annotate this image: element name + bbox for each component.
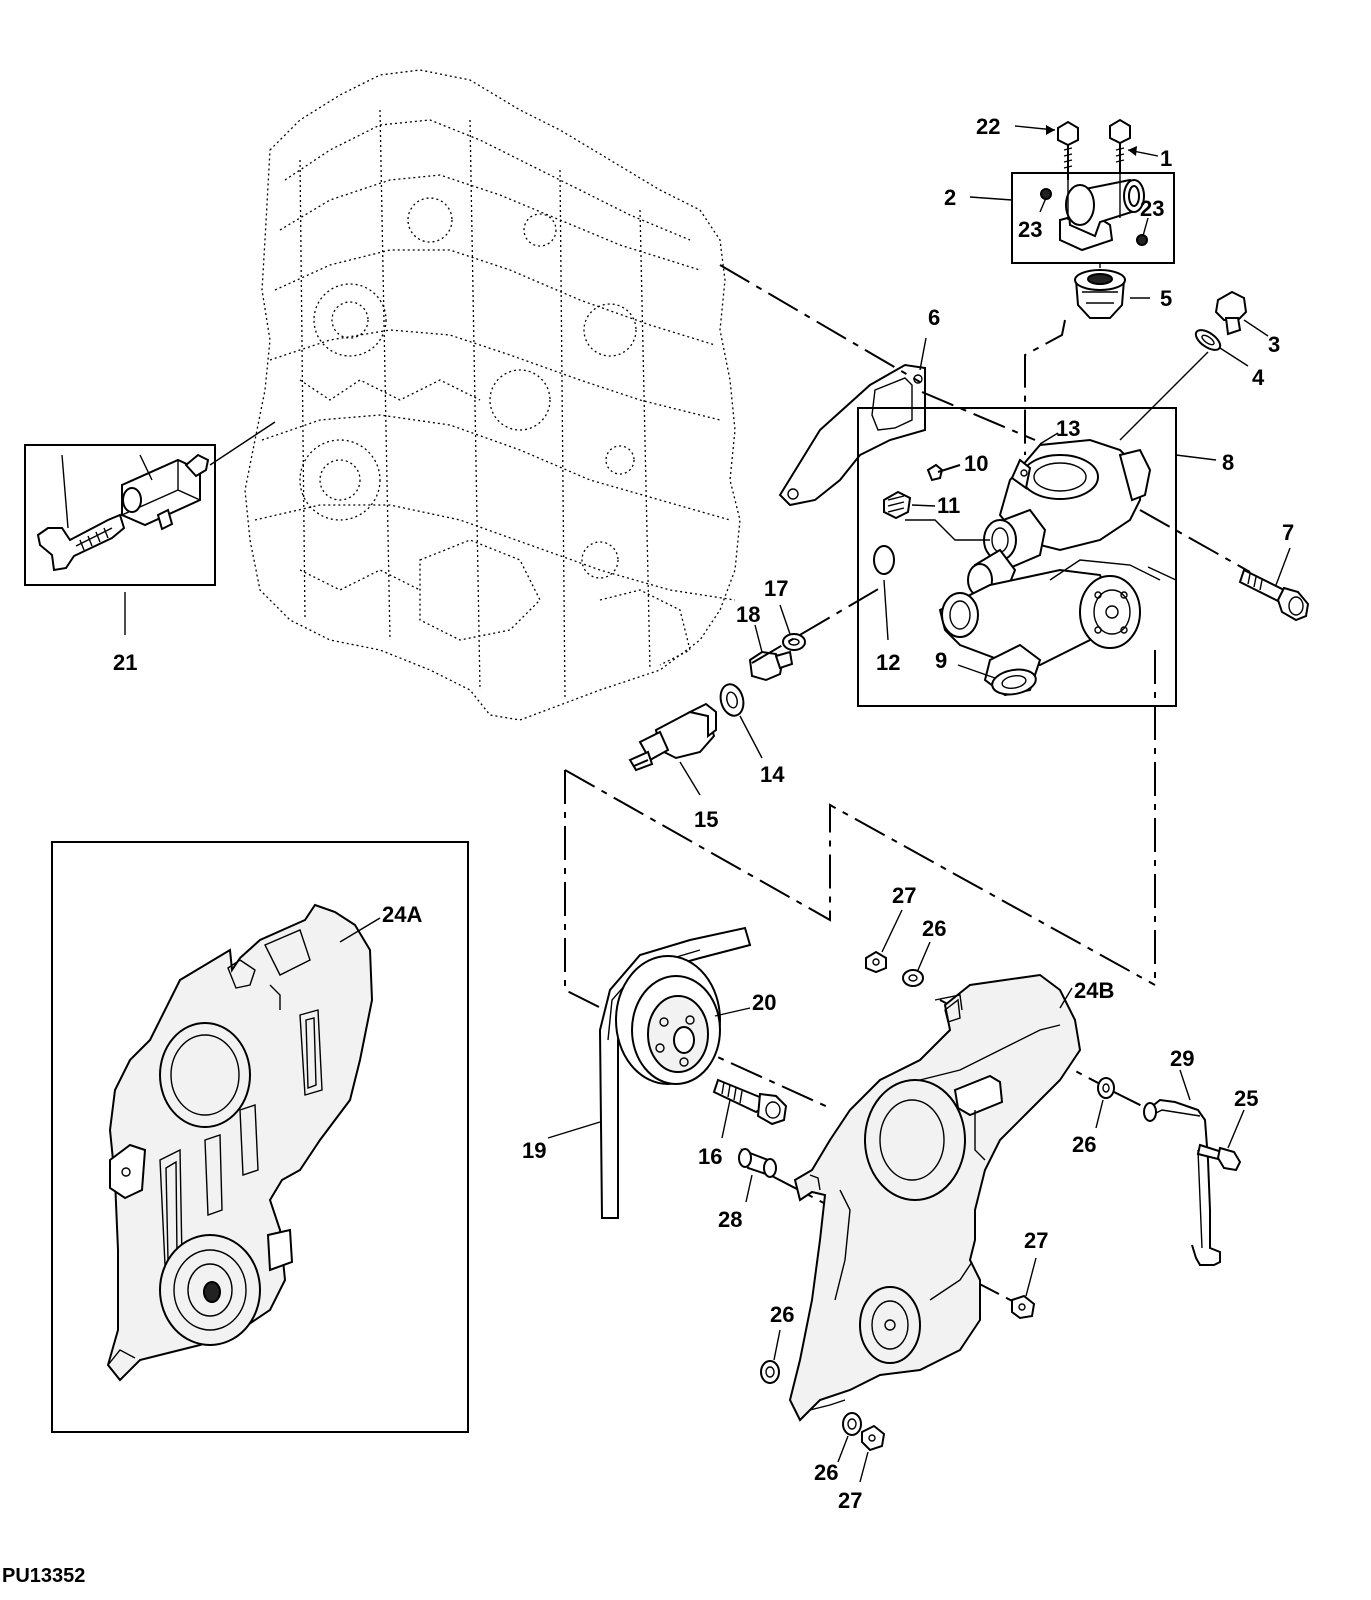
callout-7: 7 [1282, 520, 1294, 545]
part-24a-inset [51, 841, 469, 1433]
callout-1: 1 [1160, 146, 1172, 171]
part-24b-timing-cover [788, 973, 1082, 1422]
callout-26-right: 26 [1072, 1132, 1096, 1157]
engine-block-phantom [244, 69, 741, 721]
part-7-bolt [1238, 547, 1310, 622]
part-29-tube [1143, 1069, 1221, 1266]
callout-23-left: 23 [1018, 217, 1042, 242]
callout-14: 14 [760, 762, 785, 787]
callout-24a: 24A [382, 902, 422, 927]
part-3-plug [1214, 290, 1269, 337]
part-15-sensor [628, 702, 717, 796]
part-28-spacer [738, 1148, 777, 1203]
callout-17: 17 [764, 576, 788, 601]
callout-6: 6 [928, 305, 940, 330]
part-16-bolt [712, 1078, 788, 1139]
callout-26-bottom: 26 [814, 1460, 838, 1485]
part-27-nut-right [1011, 1257, 1037, 1320]
callout-3: 3 [1268, 332, 1280, 357]
callout-23-right: 23 [1140, 196, 1164, 221]
part-14-washer [719, 683, 763, 759]
callout-16: 16 [698, 1144, 722, 1169]
callout-9: 9 [935, 648, 947, 673]
callout-labels: 1 2 3 4 5 6 7 8 9 10 11 12 13 14 15 16 1… [113, 114, 1294, 1513]
thermostat-housing-group [969, 118, 1175, 264]
callout-12: 12 [876, 650, 900, 675]
part-26-washer-left [760, 1329, 781, 1384]
callout-28: 28 [718, 1207, 742, 1232]
part-25-bolt [1196, 1109, 1245, 1172]
part-26-washer-bottom [837, 1412, 862, 1463]
callout-10: 10 [964, 451, 988, 476]
part-17-washer [779, 604, 806, 651]
callout-24b: 24B [1074, 978, 1114, 1003]
part-26-washer-right [1095, 1077, 1115, 1129]
part-5-thermostat [1074, 264, 1150, 319]
callout-20: 20 [752, 990, 776, 1015]
figure-id: PU13352 [2, 1565, 85, 1587]
callout-26-upper: 26 [922, 916, 946, 941]
part-21-group [24, 421, 276, 635]
callout-27-upper: 27 [892, 883, 916, 908]
callout-19: 19 [522, 1138, 546, 1163]
part-8-water-pump [857, 407, 1217, 707]
callout-27-bottom: 27 [838, 1488, 862, 1513]
callout-8: 8 [1222, 450, 1234, 475]
callout-13: 13 [1056, 416, 1080, 441]
assembly-lines-upper [719, 264, 1251, 985]
callout-29: 29 [1170, 1046, 1194, 1071]
callout-11: 11 [937, 493, 960, 518]
callout-26-left: 26 [770, 1302, 794, 1327]
part-26-washer-upper [902, 941, 931, 987]
part-27-nut-bottom [859, 1424, 886, 1483]
callout-25: 25 [1234, 1086, 1258, 1111]
part-27-nut-upper [865, 909, 903, 974]
callout-4: 4 [1252, 365, 1265, 390]
callout-18: 18 [736, 602, 760, 627]
callout-27-right: 27 [1024, 1228, 1048, 1253]
callout-22: 22 [976, 114, 1000, 139]
callout-21: 21 [113, 650, 137, 675]
part-6-gasket [778, 337, 927, 507]
callout-2: 2 [944, 185, 956, 210]
part-20-pulley [615, 955, 751, 1085]
part-4-washer [1194, 329, 1249, 367]
callout-5: 5 [1160, 286, 1172, 311]
callout-15: 15 [694, 807, 718, 832]
